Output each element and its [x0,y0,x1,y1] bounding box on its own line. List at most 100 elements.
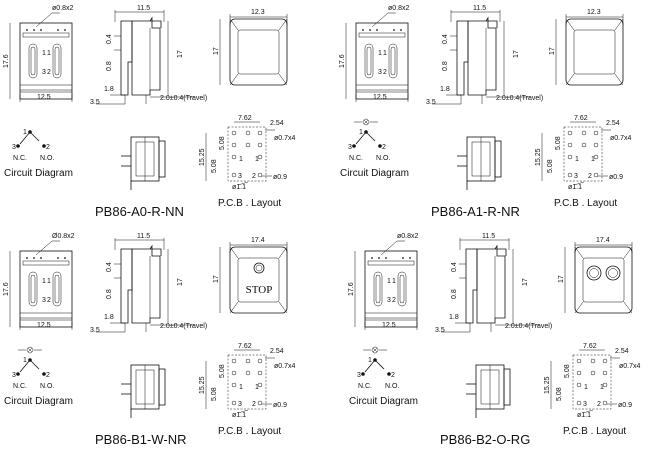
pin-hole-label: ø0.8x2 [52,5,74,12]
pcb-pin-3: 3 [583,401,587,408]
travel-dim: 2.0±0.4(Travel) [496,95,543,102]
front-view: 1 1 3 2 ø0.8x2 12.5 17.6 [3,5,74,102]
nc-label: N.C. [349,155,363,162]
front-height-dim: 17.6 [348,282,355,296]
cap-width-dim: 17.4 [596,237,610,244]
part-number-title: PB86-A1-R-NR [431,204,520,219]
side-gap2-dim: 0.8 [442,61,449,71]
pcb-holes [231,358,263,406]
front-pin-2: 2 [47,297,51,304]
cap-lamp-icon [253,262,265,274]
front-view: 1 1 3 2 Ø0.8x2 12.5 17.6 [3,233,75,330]
cap-height-dim: 17 [213,275,220,283]
pcb-layout: 7.62 2.54 ø0.7x4 1 1 3 2 15.25 [199,343,296,437]
front-pin-1: 1 [378,50,382,57]
cap-height-dim: 17 [549,47,556,55]
pcb-pin-1: 1 [575,156,579,163]
circuit-diagram-caption: Circuit Diagram [340,168,409,179]
front-width-dim: 12.5 [37,94,51,101]
pcb-layout-caption: P.C.B . Layout [218,198,281,209]
front-height-dim: 17.6 [339,54,346,68]
pcb-height-dim: 15.25 [199,148,206,166]
pcb-hole-mount: ø1.1 [577,412,591,419]
terminal-view [121,136,166,190]
pcb-pitch-x: 7.62 [238,115,252,122]
pcb-pin-2: 2 [588,173,592,180]
circuit-pin-2: 2 [46,144,50,151]
side-top-dim: 11.5 [473,5,486,12]
pcb-hole-main: ø0.7x4 [274,363,296,370]
pin-hole-label: ø0.8x2 [397,233,419,240]
pcb-hole-small: ø0.9 [273,402,287,409]
front-contact-dots [371,257,411,259]
front-pin-3: 3 [387,297,391,304]
side-base2-dim: 3.5 [435,327,445,334]
pcb-hole-mount: ø1.1 [232,412,246,419]
cap-view: 17.4 17 STOP [213,237,288,314]
pcb-left2-dim: 5.08 [219,136,226,150]
pcb-pin-1b: 1 [255,384,259,391]
pcb-pin-2: 2 [252,173,256,180]
circuit-diagram: 1 3 2 N.C. N.O. Circuit Diagram [340,118,409,179]
front-contact-dots [26,29,66,31]
no-label: N.O. [40,383,54,390]
circuit-pin-1: 1 [368,357,372,364]
side-base2-dim: 3.5 [426,99,436,106]
part-panel-3: 1 1 3 2 Ø0.8x2 12.5 17.6 11.5 [3,233,296,447]
circuit-pin-2: 2 [382,144,386,151]
side-top-dim: 11.5 [482,233,495,240]
pcb-left2-dim: 5.08 [555,136,562,150]
side-height-dim: 17 [177,278,184,286]
front-pin-1: 1 [387,278,391,285]
side-gap1-dim: 0.4 [106,34,113,44]
pcb-pin-3: 3 [574,173,578,180]
circuit-diagram-caption: Circuit Diagram [349,396,418,407]
pcb-pin-1: 1 [239,384,243,391]
pcb-hole-main: ø0.7x4 [619,363,641,370]
circuit-pin-3: 3 [12,144,16,151]
pcb-pin-3: 3 [238,401,242,408]
side-base1-dim: 1.8 [449,314,459,321]
pcb-layout: 7.62 2.54 ø0.7x4 1 1 3 2 15.25 [535,115,632,209]
pcb-pitch-small: 2.54 [270,120,284,127]
pcb-pin-1b: 1 [255,156,259,163]
side-top-dim: 11.5 [137,5,150,12]
pcb-layout-caption: P.C.B . Layout [563,426,626,437]
circuit-diagram-caption: Circuit Diagram [4,396,73,407]
front-pin-3: 3 [42,69,46,76]
side-top-dim: 11.5 [137,233,150,240]
lamp-symbol [18,346,42,354]
pin-hole-label: ø0.8x2 [388,5,410,12]
side-base2-dim: 3.5 [90,327,100,334]
side-base1-dim: 1.8 [440,86,450,93]
circuit-pin-2: 2 [391,372,395,379]
cap-width-dim: 17.4 [251,237,265,244]
side-gap1-dim: 0.4 [451,262,458,272]
pin-hole-label: Ø0.8x2 [52,233,75,240]
circuit-diagram: 1 3 2 N.C. N.O. Circuit Diagram [349,346,418,407]
circuit-diagram: 1 3 2 N.C. N.O. Circuit Diagram [4,129,73,179]
pcb-pin-3: 3 [238,173,242,180]
side-view: 11.5 0.4 0.8 17 1.8 3.5 2.0±0.4(Travel) [90,233,207,334]
side-view: 11.5 0.4 0.8 17 1.8 3.5 2.0±0.4(Travel) [90,5,207,106]
pcb-layout: 7.62 2.54 ø0.7x4 1 1 3 2 15.25 [199,115,296,209]
pcb-height-dim: 15.25 [535,148,542,166]
no-label: N.O. [376,155,390,162]
part-panel-2: 1 1 3 2 ø0.8x2 12.5 17.6 11.5 [339,5,632,219]
front-pin-3: 3 [378,69,382,76]
pcb-layout-caption: P.C.B . Layout [554,198,617,209]
pcb-left2-dim: 5.08 [219,364,226,378]
cap-lamp-2-icon [605,265,621,281]
pcb-hole-small: ø0.9 [618,402,632,409]
front-pin-2: 2 [392,297,396,304]
front-pin-2: 2 [383,69,387,76]
pcb-pitch-small: 2.54 [615,348,629,355]
circuit-pin-3: 3 [12,372,16,379]
pcb-pitch-x: 7.62 [574,115,588,122]
pcb-hole-main: ø0.7x4 [274,135,296,142]
travel-dim: 2.0±0.4(Travel) [505,323,552,330]
front-pin-1b: 1 [47,50,51,57]
side-gap1-dim: 0.4 [106,262,113,272]
part-panel-1: 1 1 3 2 ø0.8x2 12.5 17.6 11.5 [3,5,296,219]
